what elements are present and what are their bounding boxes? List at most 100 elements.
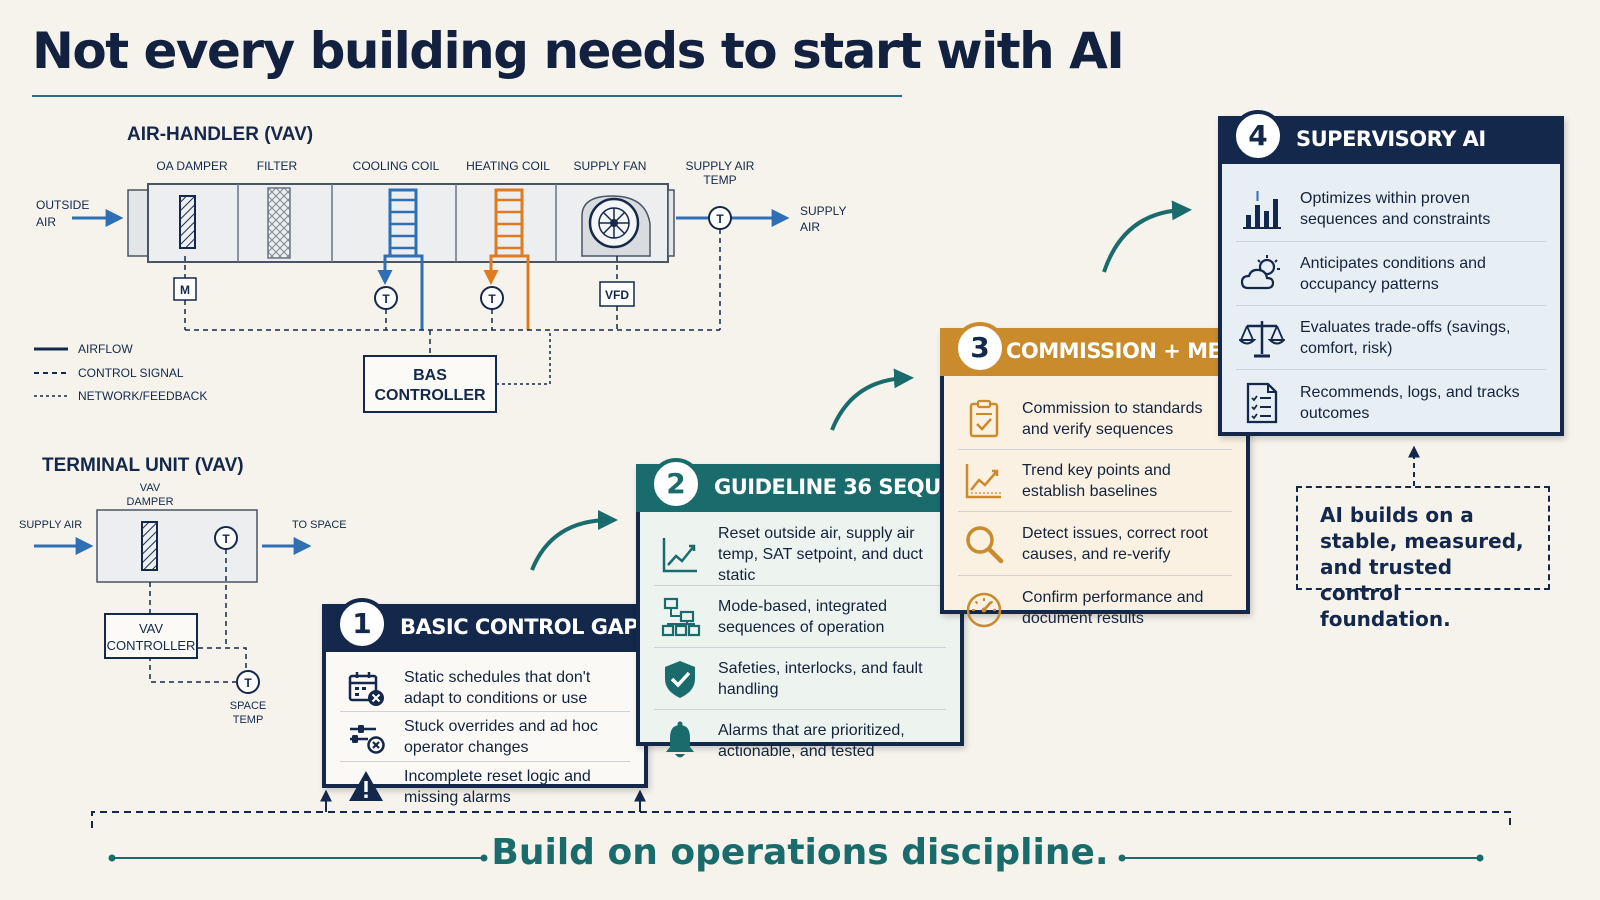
banner-rule-left (108, 854, 488, 862)
air-handler-heading: AIR-HANDLER (VAV) (127, 124, 313, 145)
list-item: Detect issues, correct root causes, and … (958, 512, 1232, 576)
magnifier-icon (958, 522, 1010, 566)
step-card-guideline-36: 2 GUIDELINE 36 SEQUENCES Reset outside a… (636, 458, 1016, 760)
label-oa-damper: OA DAMPER (156, 159, 228, 173)
legend-airflow-label: AIRFLOW (78, 342, 133, 356)
step-card-basic-control-gaps: 1 BASIC CONTROL GAPS Static schedules th… (322, 598, 653, 806)
heating-coil (483, 188, 530, 330)
warning-icon (340, 765, 392, 809)
step-item-text: Detect issues, correct root causes, and … (1022, 524, 1208, 563)
label-supply-air-temp-line2: TEMP (703, 173, 736, 187)
page-title: Not every building needs to start with A… (32, 22, 1125, 80)
list-item: Confirm performance and document results (958, 576, 1232, 640)
banner-rule-right (1118, 854, 1484, 862)
terminal-unit-heading: TERMINAL UNIT (VAV) (42, 455, 244, 476)
step-item-list: Static schedules that don't adapt to con… (340, 664, 630, 812)
foundation-note: AI builds on a stable, measured, and tru… (1296, 486, 1550, 631)
supply-air-label-line1: SUPPLY (800, 204, 846, 218)
step-item-text: Confirm performance and document results (1022, 589, 1204, 627)
label-heating-coil: HEATING COIL (466, 159, 550, 173)
bas-controller (363, 355, 497, 413)
step-item-text: Incomplete reset logic and missing alarm… (404, 768, 591, 806)
damper-motor-label: M (180, 283, 190, 297)
tu-control-signal-lines (149, 549, 247, 683)
vav-controller-label-line2: CONTROLLER (107, 638, 196, 653)
label-supply-fan: SUPPLY FAN (574, 159, 647, 173)
ahu-control-signal-lines (184, 229, 721, 385)
legend-network-label: NETWORK/FEEDBACK (78, 389, 207, 403)
supply-air-label-line2: AIR (800, 220, 820, 234)
label-filter: FILTER (257, 159, 298, 173)
list-item: Safeties, interlocks, and fault handling (654, 648, 946, 710)
terminal-sensor-label: T (222, 532, 230, 546)
list-item: Reset outside air, supply air temp, SAT … (654, 524, 946, 586)
cooling-coil (377, 188, 424, 330)
list-item: Recommends, logs, and tracks outcomes (1236, 370, 1546, 436)
label-cooling-coil: COOLING COIL (353, 159, 440, 173)
list-item: Alarms that are prioritized, actionable,… (654, 710, 946, 772)
fan-vfd-label: VFD (605, 288, 629, 302)
bar-chart-icon (1236, 187, 1288, 231)
weather-icon (1236, 252, 1288, 296)
step-item-text: Optimizes within proven sequences and co… (1300, 189, 1491, 228)
step-card-header: 2 GUIDELINE 36 SEQUENCES (636, 458, 1016, 512)
discipline-bracket (91, 811, 1511, 828)
step-number-badge: 4 (1232, 110, 1284, 162)
bas-controller-label-line2: CONTROLLER (374, 387, 486, 404)
cooling-coil-temp-sensor-label: T (382, 292, 390, 306)
step-arrow-3-to-4 (1102, 200, 1192, 273)
line-trend-icon (958, 459, 1010, 503)
vav-damper (141, 521, 158, 571)
outside-air-label-line2: AIR (36, 215, 56, 229)
title-underline (32, 95, 902, 97)
list-item: Trend key points and establish baselines (958, 450, 1232, 512)
step-item-text: Reset outside air, supply air temp, SAT … (718, 525, 923, 584)
step-card-header: 1 BASIC CONTROL GAPS (322, 598, 653, 652)
balance-scale-icon (1236, 316, 1288, 360)
space-temp-label-line1: SPACE (230, 700, 266, 712)
trend-chart-icon (654, 533, 706, 577)
bas-controller-label-line1: BAS (413, 367, 447, 384)
label-supply-air-temp-line1: SUPPLY AIR (686, 159, 755, 173)
step-card-header: 4 SUPERVISORY AI (1218, 110, 1564, 164)
step-number-badge: 3 (954, 322, 1006, 374)
tu-supply-air-label: SUPPLY AIR (19, 519, 82, 531)
step-card-commission-measure: 3 COMMISSION + MEASURE Commission to sta… (940, 322, 1298, 628)
checklist-doc-icon (1236, 381, 1288, 425)
vav-controller-label-line1: VAV (139, 621, 163, 636)
override-slider-icon (340, 715, 392, 759)
filter (267, 187, 291, 259)
step-title: SUPERVISORY AI (1296, 127, 1486, 151)
step-item-text: Stuck overrides and ad hoc operator chan… (404, 717, 598, 756)
list-item: Evaluates trade-offs (savings, comfort, … (1236, 306, 1546, 370)
step-item-text: Commission to standards and verify seque… (1022, 399, 1203, 438)
list-item: Stuck overrides and ad hoc operator chan… (340, 712, 630, 762)
heating-coil-temp-sensor-label: T (488, 292, 496, 306)
step-number-badge: 1 (336, 598, 388, 650)
flowchart-icon (654, 595, 706, 639)
to-space-label: TO SPACE (292, 519, 347, 531)
list-item: Optimizes within proven sequences and co… (1236, 176, 1546, 242)
outside-air-label-line1: OUTSIDE (36, 198, 89, 212)
step-item-list: Optimizes within proven sequences and co… (1236, 176, 1546, 436)
space-temp-label-line2: TEMP (233, 714, 264, 726)
shield-check-icon (654, 657, 706, 701)
step-item-text: Evaluates trade-offs (savings, comfort, … (1300, 318, 1511, 357)
gauge-icon (958, 586, 1010, 630)
vav-damper-label-line1: VAV (140, 482, 161, 494)
step-number-badge: 2 (650, 458, 702, 510)
step-card-supervisory-ai: 4 SUPERVISORY AI Optimizes within proven… (1218, 110, 1564, 436)
bell-icon (654, 719, 706, 763)
space-temp-sensor-label: T (244, 676, 252, 690)
step-card-header: 3 COMMISSION + MEASURE (940, 322, 1298, 376)
oa-damper (179, 195, 196, 249)
supply-air-temp-sensor-label: T (716, 212, 724, 226)
space-temp-sensor (236, 670, 260, 694)
step-item-text: Anticipates conditions and occupancy pat… (1300, 254, 1486, 293)
step-item-list: Reset outside air, supply air temp, SAT … (654, 524, 946, 772)
list-item: Commission to standards and verify seque… (958, 388, 1232, 450)
step-arrow-1-to-2 (530, 510, 618, 571)
list-item: Incomplete reset logic and missing alarm… (340, 762, 630, 812)
legend-control-signal-label: CONTROL SIGNAL (78, 366, 184, 380)
step-arrow-2-to-3 (830, 368, 914, 431)
